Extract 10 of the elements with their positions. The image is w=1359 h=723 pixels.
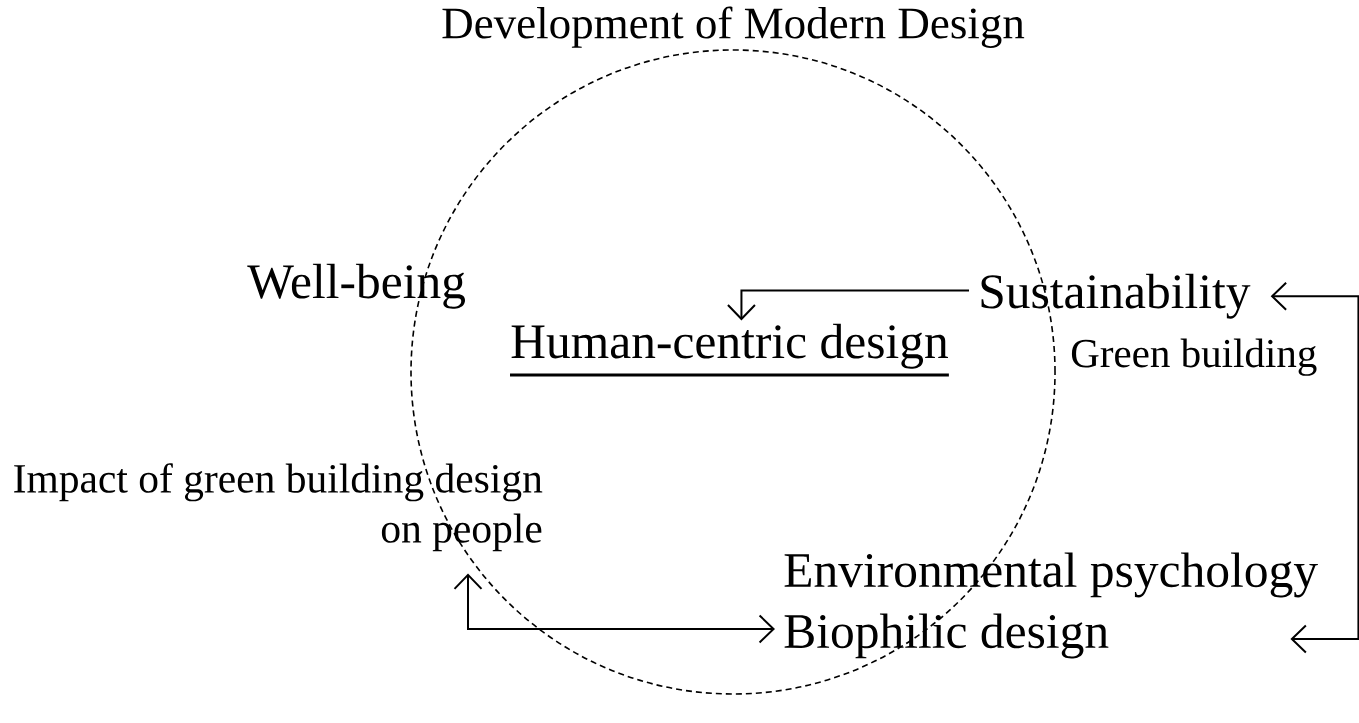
topic-label: Sustainability: [981, 273, 1251, 319]
sub-label: Green building: [1071, 338, 1317, 376]
double-headed-arrow: [1270, 281, 1359, 654]
topic-label: Environmental psychology Biophilic design: [784, 552, 1318, 659]
underlined-heading: Human-centric design: [510, 323, 949, 377]
circle-heading: Development of Modern Design: [442, 6, 1025, 48]
topic-label: Well-being: [247, 263, 465, 309]
double-headed-arrow: [453, 573, 775, 644]
topic-label: Impact of green building design on people: [14, 463, 543, 552]
elbow-arrow: [726, 289, 970, 321]
